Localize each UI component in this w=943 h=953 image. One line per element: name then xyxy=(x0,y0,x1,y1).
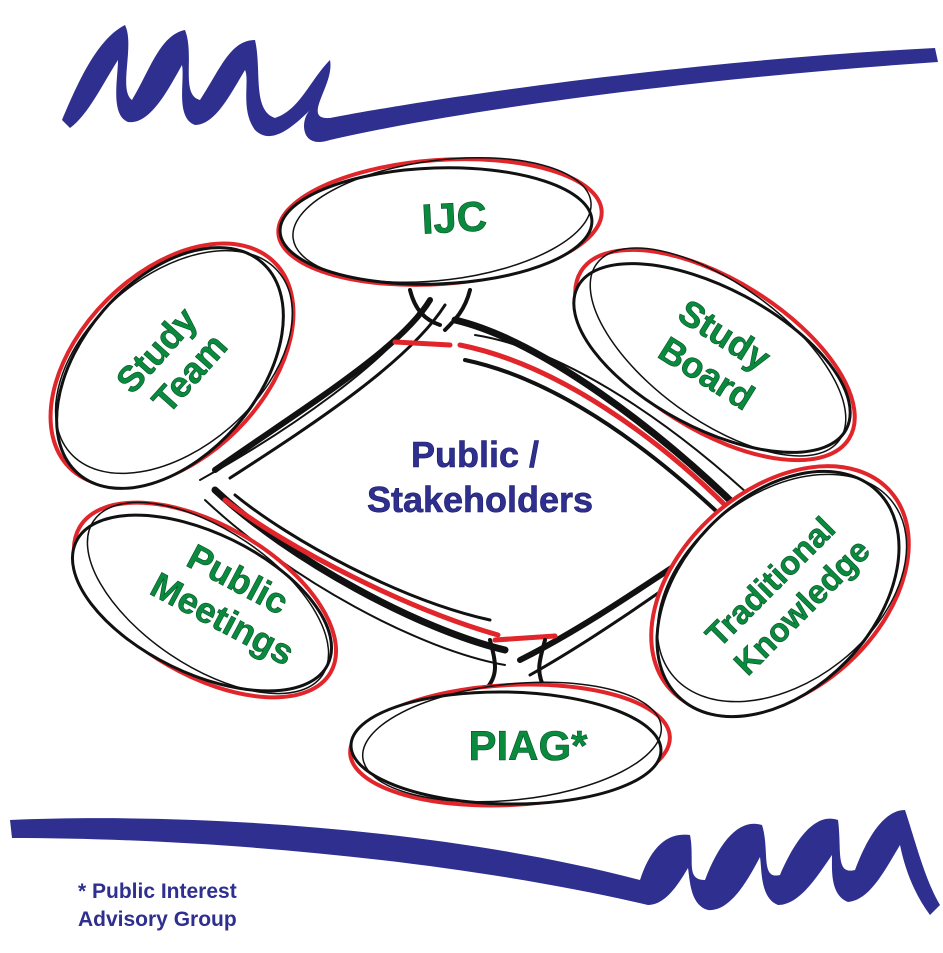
top-swoosh-decoration xyxy=(62,25,938,143)
node-piag-outline-black xyxy=(349,690,663,806)
spoke-piag-left-c xyxy=(204,499,506,666)
footnote-line-1: * Public Interest xyxy=(78,880,237,903)
spoke-ijc-left-c xyxy=(199,309,421,481)
center-label-line-2: Stakeholders xyxy=(367,479,593,520)
spoke-piag-left-red xyxy=(222,497,501,638)
spoke-piag-left-b xyxy=(233,493,492,622)
spoke-ijc-right-c xyxy=(474,334,761,506)
footnote-line-2: Advisory Group xyxy=(78,908,237,931)
node-traditional-knowledge-outline-thin xyxy=(656,473,908,703)
node-piag-outline-thin xyxy=(361,681,663,803)
node-traditional-knowledge: Traditional Knowledge xyxy=(649,464,911,719)
node-study-board-outline-black xyxy=(572,262,852,454)
node-public-meetings: Public Meetings xyxy=(70,500,339,700)
bottom-swoosh-decoration xyxy=(10,810,940,915)
spoke-ijc-right-b xyxy=(463,358,717,512)
spoke-ijc-left xyxy=(212,297,433,473)
center-label-line-1: Public / xyxy=(411,434,539,475)
footnote: * Public Interest Advisory Group xyxy=(78,878,237,934)
node-study-board-outline-thin xyxy=(589,247,847,457)
center-label: Public / Stakeholders xyxy=(367,434,593,520)
spoke-red-bottom xyxy=(492,633,558,643)
node-ijc: IJC xyxy=(276,156,604,287)
node-study-team-outline-thin xyxy=(54,249,294,475)
spoke-ijc-right-red xyxy=(457,342,733,513)
spoke-attach-top xyxy=(408,288,472,332)
node-piag-label: PIAG* xyxy=(468,722,588,769)
node-study-team: Study Team xyxy=(48,241,296,490)
spoke-ijc-left-b xyxy=(228,303,447,480)
node-ijc-label-line-1: IJC xyxy=(420,192,488,242)
node-ijc-outline-thin xyxy=(292,156,592,284)
node-piag-label-line-1: PIAG* xyxy=(468,722,588,769)
spoke-ijc-right xyxy=(451,316,749,519)
node-ijc-label: IJC xyxy=(420,192,488,242)
node-piag: PIAG* xyxy=(348,681,672,808)
node-study-board: Study Board xyxy=(572,247,857,463)
spoke-red-top xyxy=(392,339,453,348)
node-public-meetings-outline-thin xyxy=(86,501,330,695)
node-ijc-outline-black xyxy=(278,166,594,286)
